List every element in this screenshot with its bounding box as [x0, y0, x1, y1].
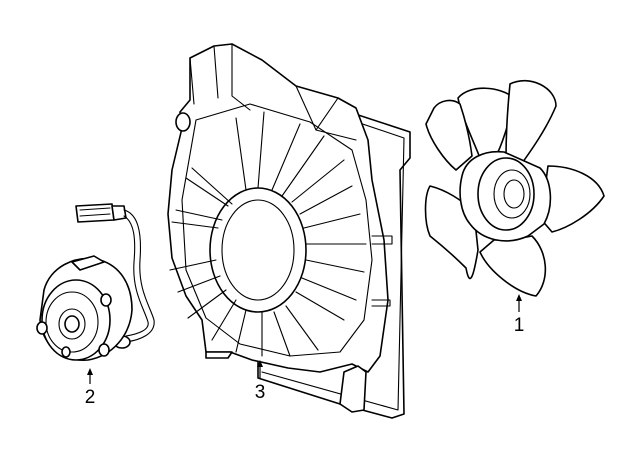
callout-2: 2: [84, 387, 96, 408]
leader-line-2: [87, 368, 93, 384]
callout-1: 1: [513, 315, 525, 336]
callout-3: 3: [254, 382, 266, 403]
fan-motor: [36, 203, 155, 361]
leader-line-3: [257, 360, 263, 378]
leader-line-1: [516, 294, 522, 312]
fan-shroud: [167, 43, 411, 419]
fan-blade: [424, 79, 605, 297]
